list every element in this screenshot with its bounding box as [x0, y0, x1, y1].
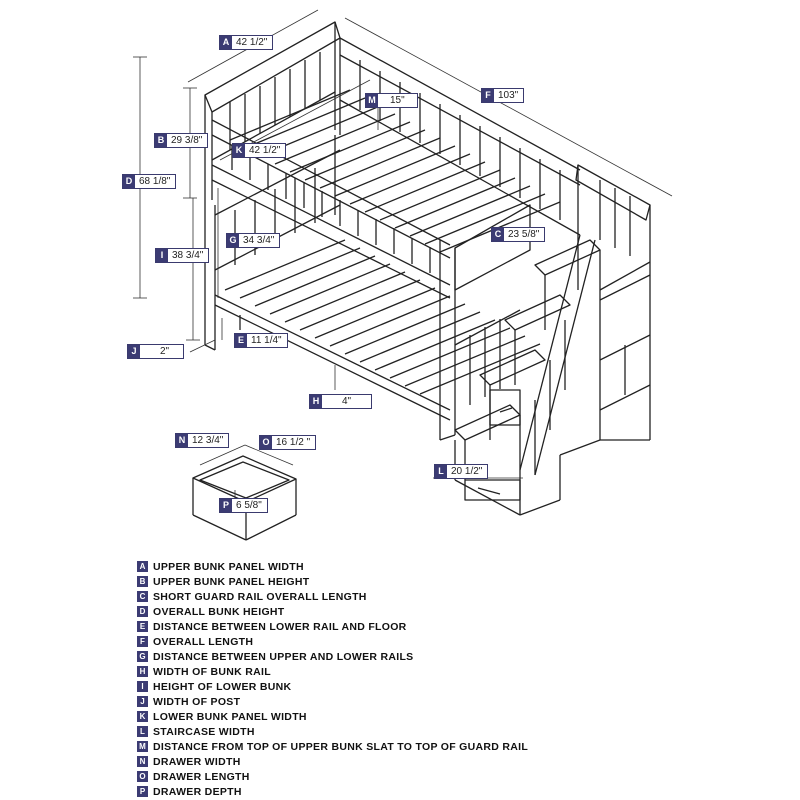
dim-label-o: O 16 1/2 ": [259, 435, 317, 450]
legend-row-c: C SHORT GUARD RAIL OVERALL LENGTH: [137, 589, 528, 604]
lower-slats: [224, 239, 541, 395]
legend-row-b: B UPPER BUNK PANEL HEIGHT: [137, 574, 528, 589]
back-rail-slats: [359, 60, 561, 220]
legend-letter: B: [137, 576, 148, 587]
legend-row-f: F OVERALL LENGTH: [137, 634, 528, 649]
cubby-shelves: [519, 250, 651, 516]
dim-label-g: G 34 3/4": [226, 233, 281, 248]
legend-row-p: P DRAWER DEPTH: [137, 784, 528, 799]
upper-head-slats: [229, 52, 321, 150]
dim-label-i: I 38 3/4": [155, 248, 210, 263]
legend-row-o: O DRAWER LENGTH: [137, 769, 528, 784]
legend-row-l: L STAIRCASE WIDTH: [137, 724, 528, 739]
legend-row-g: G DISTANCE BETWEEN UPPER AND LOWER RAILS: [137, 649, 528, 664]
dim-label-a: A 42 1/2": [219, 35, 274, 50]
drawer: [192, 455, 297, 541]
legend-text: STAIRCASE WIDTH: [153, 725, 255, 738]
legend-letter: D: [137, 606, 148, 617]
legend-letter: O: [137, 771, 148, 782]
lower-foot-panel: [454, 309, 521, 405]
legend-row-e: E DISTANCE BETWEEN LOWER RAIL AND FLOOR: [137, 619, 528, 634]
dim-label-e: E 11 1/4": [234, 333, 288, 348]
lower-front-rail: [204, 294, 456, 441]
legend-text: UPPER BUNK PANEL HEIGHT: [153, 575, 310, 588]
dim-label-f: F 103": [481, 88, 525, 103]
legend: A UPPER BUNK PANEL WIDTH B UPPER BUNK PANE…: [137, 559, 528, 799]
legend-text: UPPER BUNK PANEL WIDTH: [153, 560, 304, 573]
legend-row-k: K LOWER BUNK PANEL WIDTH: [137, 709, 528, 724]
staircase: [454, 234, 601, 516]
legend-row-a: A UPPER BUNK PANEL WIDTH: [137, 559, 528, 574]
legend-text: OVERALL BUNK HEIGHT: [153, 605, 285, 618]
legend-letter: A: [137, 561, 148, 572]
dim-label-c: C 23 5/8": [491, 227, 546, 242]
legend-text: WIDTH OF BUNK RAIL: [153, 665, 271, 678]
dim-label-p: P 6 5/8": [219, 498, 268, 513]
legend-letter: E: [137, 621, 148, 632]
dim-label-b: B 29 3/8": [154, 133, 209, 148]
legend-letter: N: [137, 756, 148, 767]
dim-label-l: L 20 1/2": [434, 464, 489, 479]
legend-letter: C: [137, 591, 148, 602]
upper-foot-panel: [575, 164, 651, 291]
legend-text: DRAWER LENGTH: [153, 770, 250, 783]
legend-text: HEIGHT OF LOWER BUNK: [153, 680, 292, 693]
legend-row-i: I HEIGHT OF LOWER BUNK: [137, 679, 528, 694]
legend-letter: F: [137, 636, 148, 647]
legend-text: LOWER BUNK PANEL WIDTH: [153, 710, 307, 723]
legend-text: DRAWER DEPTH: [153, 785, 242, 798]
dim-label-d: D 68 1/8": [122, 174, 177, 189]
legend-row-n: N DRAWER WIDTH: [137, 754, 528, 769]
legend-row-m: M DISTANCE FROM TOP OF UPPER BUNK SLAT TO…: [137, 739, 528, 754]
legend-letter: G: [137, 651, 148, 662]
dim-label-j: J 2": [127, 344, 185, 359]
upper-slats: [229, 89, 561, 253]
legend-letter: L: [137, 726, 148, 737]
legend-letter: I: [137, 681, 148, 692]
dim-label-h: H 4": [309, 394, 373, 409]
legend-letter: K: [137, 711, 148, 722]
legend-row-j: J WIDTH OF POST: [137, 694, 528, 709]
legend-text: DRAWER WIDTH: [153, 755, 241, 768]
dim-label-m: M 15": [365, 93, 418, 108]
legend-letter: P: [137, 786, 148, 797]
legend-text: DISTANCE BETWEEN UPPER AND LOWER RAILS: [153, 650, 414, 663]
legend-letter: J: [137, 696, 148, 707]
dim-label-n: N 12 3/4": [175, 433, 230, 448]
legend-text: WIDTH OF POST: [153, 695, 241, 708]
legend-text: DISTANCE FROM TOP OF UPPER BUNK SLAT TO …: [153, 740, 529, 753]
legend-row-h: H WIDTH OF BUNK RAIL: [137, 664, 528, 679]
legend-letter: M: [137, 741, 148, 752]
legend-row-d: D OVERALL BUNK HEIGHT: [137, 604, 528, 619]
legend-text: OVERALL LENGTH: [153, 635, 254, 648]
legend-text: SHORT GUARD RAIL OVERALL LENGTH: [153, 590, 367, 603]
legend-text: DISTANCE BETWEEN LOWER RAIL AND FLOOR: [153, 620, 407, 633]
legend-letter: H: [137, 666, 148, 677]
upper-front-rail: [211, 119, 531, 345]
dim-label-k: K 42 1/2": [232, 143, 287, 158]
